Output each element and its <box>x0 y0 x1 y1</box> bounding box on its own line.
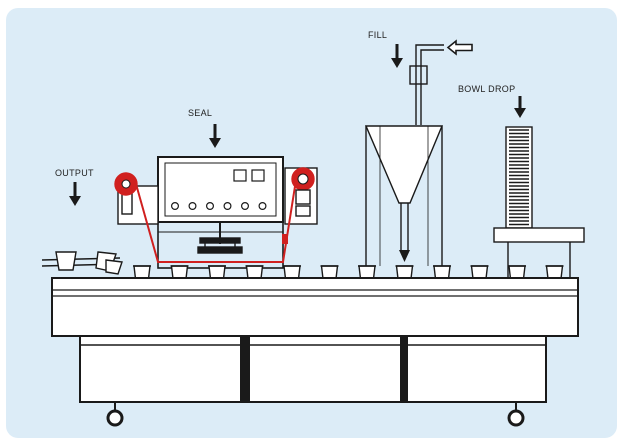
caster-wheel-icon <box>106 402 124 427</box>
seal-station: SEAL <box>114 108 318 269</box>
seal-control-button <box>171 202 180 211</box>
output-station: OUTPUT <box>41 168 123 275</box>
conveyor-table <box>51 265 579 427</box>
seal-control-buttons <box>171 202 267 211</box>
seal-control-button <box>206 202 215 211</box>
hollow-arrow-left-icon <box>446 39 473 56</box>
fill-station: FILL <box>364 30 473 266</box>
seal-label: SEAL <box>188 108 212 118</box>
arrow-down-icon <box>69 182 81 206</box>
bowl-drop-label: BOWL DROP <box>458 84 515 94</box>
caster-wheel-icon <box>507 402 525 427</box>
seal-control-button <box>241 202 250 211</box>
seal-control-button <box>188 202 197 211</box>
output-label: OUTPUT <box>55 168 94 178</box>
arrow-down-icon <box>391 44 403 68</box>
arrow-down-icon <box>209 124 221 148</box>
arrow-down-icon <box>514 96 526 118</box>
bowl-stack <box>509 129 529 226</box>
fill-label: FILL <box>368 30 387 40</box>
seal-control-button <box>258 202 267 211</box>
seal-control-button <box>223 202 232 211</box>
bowl-drop-station: BOWL DROP <box>458 84 585 278</box>
